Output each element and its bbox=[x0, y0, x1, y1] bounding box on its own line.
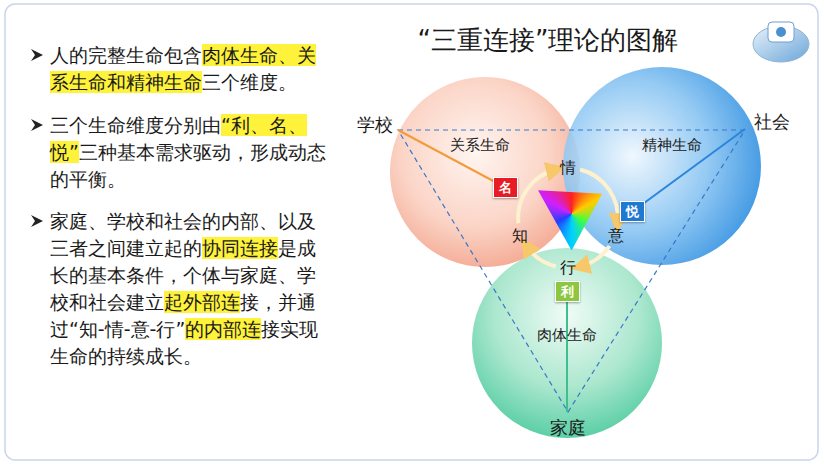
bullet-text: 三个生命维度分别由“利、名、悦”三种基本需求驱动，形成动态的平衡。 bbox=[50, 112, 332, 193]
circle-label: 精神生命 bbox=[642, 136, 702, 155]
color-wheel-triangle bbox=[530, 186, 610, 256]
box-label: 名 bbox=[499, 179, 512, 196]
vertex-label: 家庭 bbox=[550, 416, 586, 440]
family-line bbox=[566, 301, 568, 412]
slide-title: “三重连接”理论的图解 bbox=[418, 23, 679, 58]
slide-frame bbox=[5, 4, 818, 460]
bullet-text: 人的完整生命包含肉体生命、关系生命和精神生命三个维度。 bbox=[50, 42, 332, 96]
spirit-life-circle: 精神生命悦 bbox=[562, 66, 762, 266]
society-line bbox=[640, 129, 745, 206]
box-label: 利 bbox=[561, 283, 574, 300]
circle-shape bbox=[389, 76, 581, 268]
bullet-markers bbox=[31, 49, 43, 227]
box-label: 悦 bbox=[626, 203, 639, 220]
cycle-label: 情 bbox=[560, 158, 576, 179]
vertex-label: 社会 bbox=[754, 110, 790, 134]
cycle-label: 知 bbox=[512, 226, 528, 247]
need-box: 利 bbox=[555, 281, 580, 302]
bullet-text: 家庭、学校和社会的内部、以及三者之间建立起的协同连接是成长的基本条件，个体与家庭… bbox=[50, 208, 332, 370]
need-box: 名 bbox=[493, 177, 518, 198]
circle-label: 肉体生命 bbox=[537, 326, 597, 345]
vertex-label: 学校 bbox=[357, 113, 393, 137]
circle-shape bbox=[562, 66, 762, 266]
cycle-label: 意 bbox=[608, 226, 624, 247]
need-box: 悦 bbox=[620, 201, 645, 222]
dashed-triangle bbox=[398, 130, 745, 412]
circle-label: 关系生命 bbox=[450, 136, 510, 155]
cycle-label: 行 bbox=[560, 258, 576, 279]
relation-life-circle: 关系生命名 bbox=[389, 76, 581, 268]
ai-icon bbox=[753, 22, 809, 62]
cycle-arrows bbox=[518, 170, 618, 267]
